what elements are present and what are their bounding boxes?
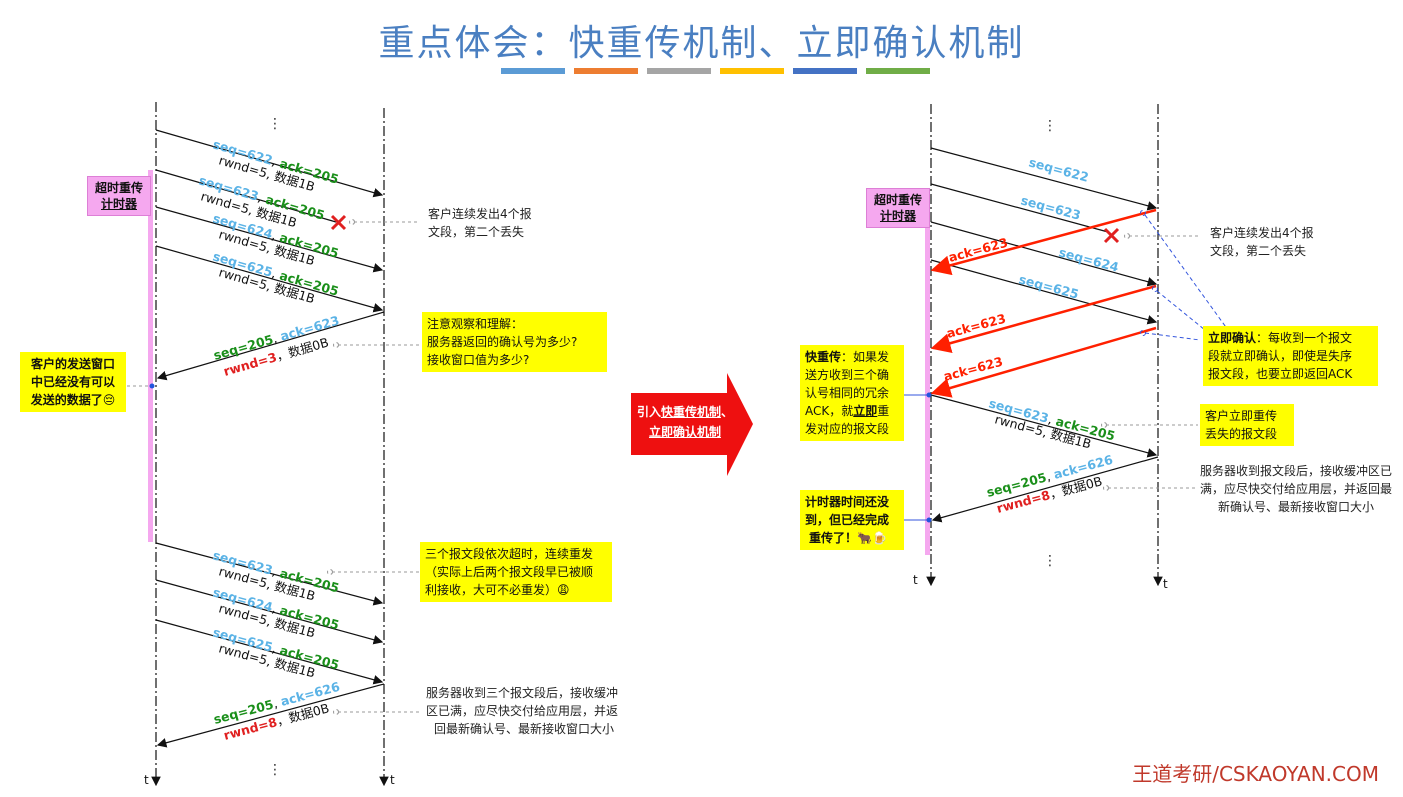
right-ack-label-3: ack=623 — [942, 354, 1005, 384]
right-client-resend-note: 客户立即重传 丢失的报文段 — [1200, 404, 1294, 446]
title-bar-5 — [793, 68, 857, 74]
footer-brand: 王道考研/CSKAOYAN.COM — [1132, 762, 1379, 786]
right-server-t-label: t — [1163, 577, 1168, 591]
right-seg-622-arrow — [930, 147, 1158, 211]
left-client-t-label: t — [144, 773, 149, 787]
title-bar-6 — [866, 68, 930, 74]
right-fast-retransmit-note: 快重传：如果发 送方收到三个确 认号相同的冗余 ACK，就立即重 发对应的报文段 — [800, 345, 904, 441]
left-resend-623-arrow — [155, 542, 384, 606]
right-seg-label-624: seq=624 — [1057, 244, 1121, 274]
right-bottom-dots: ⋮ — [1043, 553, 1057, 569]
right-timer-bar — [925, 220, 930, 555]
left-observe-note: 注意观察和理解： 服务器返回的确认号为多少? 接收窗口值为多少? — [422, 312, 607, 372]
right-immediate-note: 立即确认：每收到一个报文 段就立即确认，即使是失序 报文段，也要立即返回ACK — [1203, 326, 1378, 386]
left-timer-label: 超时重传 计时器 — [87, 176, 151, 216]
right-seg-624-arrow — [930, 221, 1158, 287]
left-reply1-arrow — [156, 311, 385, 381]
right-ack2-arrow — [930, 284, 1157, 353]
right-top-dots: ⋮ — [1043, 118, 1057, 134]
right-seg-label-623: seq=623 — [1019, 192, 1082, 222]
right-seg-label-625: seq=625 — [1017, 271, 1080, 301]
left-seg-624-arrow — [155, 206, 384, 273]
right-timer-label: 超时重传 计时器 — [866, 188, 930, 228]
left-resend-624-arrow — [155, 579, 384, 645]
right-loss-note: 客户连续发出4个报 文段，第二个丢失 — [1210, 226, 1314, 258]
title-bar-1 — [501, 68, 565, 74]
right-client-t-label: t — [913, 573, 918, 587]
left-seg-625-arrow — [155, 245, 384, 313]
left-timer-bar — [148, 170, 153, 542]
right-seg-625-arrow — [930, 259, 1158, 325]
left-reply2-arrow — [156, 683, 385, 748]
left-resend-625-arrow — [155, 619, 384, 685]
right-reply-arrow — [931, 456, 1159, 523]
right-seg-label-622: seq=622 — [1027, 154, 1090, 184]
right-seg-623-arrow — [930, 183, 1109, 233]
right-leaders — [1101, 233, 1198, 491]
left-seg-623-arrow — [155, 169, 337, 223]
left-loss-note: 客户连续发出4个报 文段，第二个丢失 — [428, 207, 532, 239]
right-loss-x-icon — [1103, 227, 1120, 244]
right-server-note: 服务器收到报文段后，接收缓冲区已 满，应尽快交付给应用层，并返回最 新确认号、最… — [1200, 464, 1393, 514]
title-bar-4 — [720, 68, 784, 74]
right-ack-label-1: ack=623 — [947, 235, 1010, 265]
left-seg-622-arrow — [155, 129, 384, 198]
left-server-t-label: t — [390, 773, 395, 787]
title-bar-2 — [574, 68, 638, 74]
center-arrow-label: 引入快重传机制、 立即确认机制 — [636, 405, 734, 439]
center-transition-arrow — [631, 373, 753, 476]
left-bottom-dots: ⋮ — [268, 762, 282, 778]
left-top-dots: ⋮ — [268, 116, 282, 132]
right-immediate-leaders — [1140, 210, 1229, 341]
left-server-note: 服务器收到三个报文段后，接收缓冲 区已满，应尽快交付给应用层，并返 回最新确认号… — [426, 686, 619, 736]
left-resend-note: 三个报文段依次超时，连续重发 （实际上后两个报文段早已被顺 利接收，大可不必重发… — [420, 542, 612, 602]
right-ack1-arrow — [930, 208, 1157, 276]
page-title: 重点体会：快重传机制、立即确认机制 — [378, 23, 1025, 64]
left-leaders — [126, 219, 420, 715]
left-loss-x-icon — [330, 214, 347, 231]
right-resend-arrow — [930, 394, 1158, 458]
right-ack3-arrow — [930, 326, 1157, 398]
title-bar-3 — [647, 68, 711, 74]
right-timer-note: 计时器时间还没 到，但已经完成 重传了！🐂🍺 — [800, 490, 904, 550]
left-client-window-note: 客户的发送窗口 中已经没有可以 发送的数据了😔 — [20, 352, 126, 412]
